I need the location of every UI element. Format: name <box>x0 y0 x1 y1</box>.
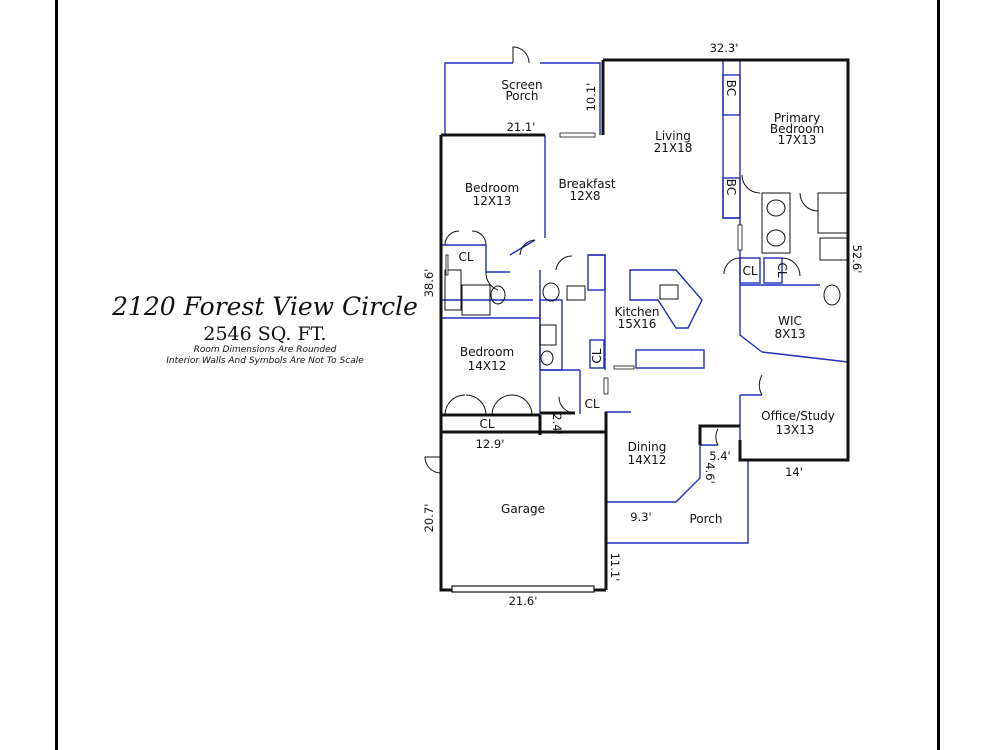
room-primary-bedroom-size: 17X13 <box>778 133 817 147</box>
dim-screen-porch-width: 21.1' <box>507 120 536 134</box>
closet-label: CL <box>590 348 604 363</box>
room-garage: Garage <box>501 502 545 516</box>
dim-office-width: 14' <box>785 465 803 479</box>
closet-label: CL <box>775 262 789 277</box>
room-wic: WIC <box>778 314 802 328</box>
room-kitchen-size: 15X16 <box>618 317 657 331</box>
address-block: 2120 Forest View Circle 2546 SQ. FT. Roo… <box>110 292 420 367</box>
room-breakfast-size: 12X8 <box>569 189 600 203</box>
garage-door <box>451 585 595 593</box>
dim-screen-porch-depth: 10.1' <box>584 83 598 112</box>
room-bedroom-lower: Bedroom <box>460 345 514 359</box>
dim-porch-step-2: 4.6' <box>703 462 717 483</box>
dim-left-depth: 38.6' <box>422 269 436 298</box>
room-living: Living <box>655 129 691 143</box>
room-porch: Porch <box>689 512 722 526</box>
closet-label: CL <box>479 417 494 431</box>
door-swings <box>424 46 819 474</box>
room-breakfast: Breakfast <box>558 177 615 191</box>
bookcase-label: BC <box>724 80 738 96</box>
closet-label: CL <box>458 250 473 264</box>
room-bedroom-lower-size: 14X12 <box>468 359 507 373</box>
room-labels: Screen Porch Living 21X18 Primary Bedroo… <box>460 78 835 526</box>
exterior-walls <box>439 58 850 592</box>
room-living-size: 21X18 <box>654 141 693 155</box>
room-primary-bedroom-2: Bedroom <box>770 122 824 136</box>
dim-top-width: 32.3' <box>710 41 739 55</box>
room-screen-porch: Screen <box>501 78 542 92</box>
windows <box>445 132 743 395</box>
room-bedroom-upper-size: 12X13 <box>473 194 512 208</box>
note-not-to-scale: Interior Walls And Symbols Are Not To Sc… <box>166 356 364 366</box>
dim-bedroom-width: 12.9' <box>476 437 505 451</box>
room-bedroom-upper: Bedroom <box>465 181 519 195</box>
property-address: 2120 Forest View Circle <box>112 292 418 321</box>
dim-hall-offset: 2.4' <box>550 413 564 434</box>
room-office-size: 13X13 <box>776 423 815 437</box>
bookcase-label: BC <box>724 179 738 195</box>
dim-garage-side: 11.1' <box>608 553 622 582</box>
bath-fixtures <box>444 192 849 366</box>
room-wic-size: 8X13 <box>774 327 805 341</box>
dim-garage-depth: 20.7' <box>422 504 436 533</box>
closet-label: CL <box>584 397 599 411</box>
square-footage: 2546 SQ. FT. <box>203 323 327 345</box>
room-screen-porch-2: Porch <box>505 89 538 103</box>
dimension-labels: 32.3' 10.1' 21.1' 52.6' 38.6' 12.9' 2.4'… <box>422 41 864 608</box>
room-primary-bedroom: Primary <box>774 111 820 125</box>
room-kitchen: Kitchen <box>614 305 659 319</box>
closet-labels: CL CL CL CL CL CL BC BC <box>458 80 789 431</box>
closet-label: CL <box>742 264 757 278</box>
dim-porch-width: 9.3' <box>630 510 651 524</box>
note-rounded: Room Dimensions Are Rounded <box>193 345 337 355</box>
dim-garage-width: 21.6' <box>509 594 538 608</box>
room-office: Office/Study <box>761 409 835 423</box>
room-dining-size: 14X12 <box>628 453 667 467</box>
room-dining: Dining <box>628 440 667 454</box>
page-border-left <box>55 0 58 750</box>
dim-right-depth: 52.6' <box>850 245 864 274</box>
page-border-right <box>937 0 940 750</box>
dim-porch-step-1: 5.4' <box>709 449 730 463</box>
